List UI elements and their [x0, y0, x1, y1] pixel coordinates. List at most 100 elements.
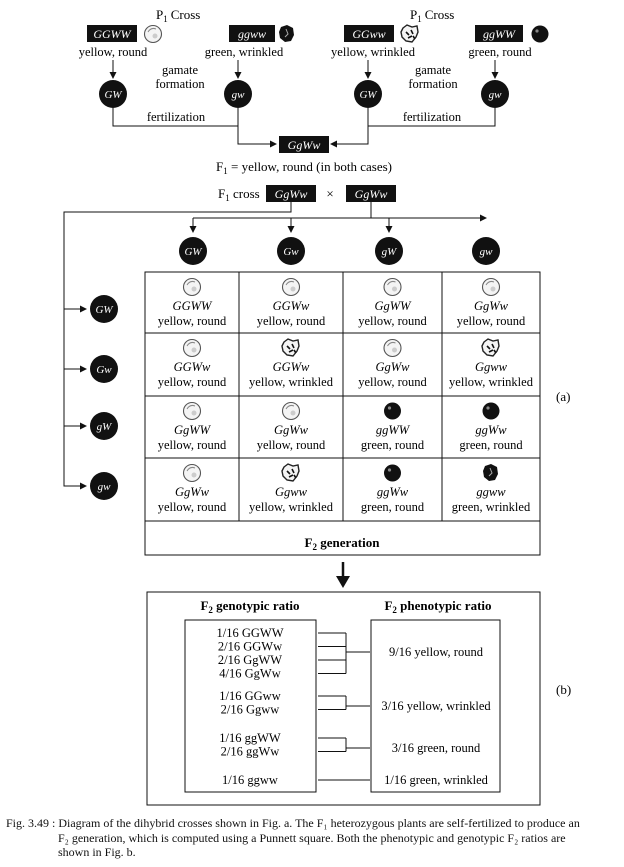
seed-icon — [182, 338, 202, 358]
gamete-formation-label: formation — [408, 77, 458, 91]
gamete-circle — [277, 237, 305, 265]
cell-phenotype: yellow, wrinkled — [249, 375, 334, 389]
genotype-box — [87, 25, 137, 42]
genotype-label: GgWw — [275, 187, 308, 201]
label-a: (a) — [556, 389, 570, 404]
gamete-circle — [90, 412, 118, 440]
label-b: (b) — [556, 682, 571, 697]
row-gamete-label: GW — [95, 304, 113, 316]
cell-phenotype: green, round — [361, 438, 425, 452]
gamete-formation-label: gamate — [415, 63, 452, 77]
caption-line: F₂ generation, which is computed using a… — [58, 830, 566, 845]
gamete-circle — [354, 80, 382, 108]
column-gametes: GW Gw gW gw — [179, 237, 500, 265]
genotype-label: ggWW — [483, 27, 516, 41]
gamete-circle — [481, 80, 509, 108]
cell-phenotype: yellow, wrinkled — [449, 375, 534, 389]
cell-phenotype: yellow, round — [158, 438, 227, 452]
cell-phenotype: green, round — [459, 438, 523, 452]
f1-cross: F1 cross GgWw × GgWw — [218, 185, 396, 203]
seed-icon — [482, 402, 500, 420]
column-gamete-label: gW — [382, 246, 398, 258]
genotypic-ratio-title: F2 genotypic ratio — [200, 598, 299, 615]
seed-icon — [383, 277, 402, 297]
cell-phenotype: yellow, round — [358, 314, 427, 328]
times-sign: × — [326, 186, 333, 201]
seed-icon — [481, 338, 500, 357]
gamete-label: gw — [489, 89, 503, 101]
cell-phenotype: yellow, wrinkled — [249, 500, 334, 514]
phenotype-label: green, wrinkled — [205, 45, 284, 59]
cell-phenotype: yellow, round — [257, 438, 326, 452]
row-gamete-label: gW — [97, 421, 113, 433]
gamete-circle — [99, 80, 127, 108]
seed-icon — [384, 464, 401, 482]
genotype-label: GgWw — [355, 187, 388, 201]
column-gamete-label: GW — [184, 246, 202, 258]
cell-genotype: ggWW — [376, 423, 411, 437]
cell-genotype: GgWW — [174, 423, 212, 437]
genotypic-ratio-entry: 2/16 GgWW — [218, 653, 282, 667]
row-gamete-label: gw — [98, 481, 112, 493]
gamete-formation-label: formation — [155, 77, 205, 91]
cell-genotype: GgWw — [175, 485, 210, 499]
gamete-label: gw — [232, 89, 246, 101]
gamete-circle — [90, 355, 118, 383]
ratio-box — [146, 591, 541, 806]
cell-genotype: Ggww — [275, 485, 308, 499]
f1-genotype-label: GgWw — [288, 138, 321, 152]
cell-phenotype: green, wrinkled — [452, 500, 531, 514]
row-gametes: GW Gw gW gw — [90, 295, 118, 500]
cell-phenotype: yellow, round — [158, 500, 227, 514]
column-gamete-label: gw — [480, 246, 494, 258]
gamete-circle — [90, 295, 118, 323]
f1-cross-label: F1 cross — [218, 186, 260, 203]
fertilization-label: fertilization — [403, 110, 462, 124]
phenotypic-ratio-entry: 3/16 yellow, wrinkled — [381, 699, 491, 713]
genotype-label: GGWW — [93, 27, 131, 41]
seed-icon — [182, 401, 202, 421]
seed-icon — [384, 402, 401, 420]
genotypic-ratio-entry: 2/16 GGWw — [218, 640, 282, 654]
seed-icon — [182, 277, 202, 297]
genotype-box — [346, 185, 396, 202]
genotypic-ratio-entry: 1/16 GGww — [219, 689, 280, 703]
cell-genotype: GgWw — [375, 360, 410, 374]
cell-phenotype: yellow, round — [158, 314, 227, 328]
genotypic-ratio-entry: 4/16 GgWw — [219, 667, 280, 681]
seed-icon — [481, 277, 501, 297]
seed-icon — [182, 463, 202, 483]
seed-icon — [281, 338, 300, 357]
seed-icon-yellow-wrinkled — [400, 24, 419, 43]
genotype-box — [229, 25, 275, 42]
f1-genotype-box — [279, 136, 329, 153]
genotype-box — [475, 25, 523, 42]
genotype-box — [344, 25, 394, 42]
gamete-formation-label: gamate — [162, 63, 199, 77]
seed-icon — [281, 401, 301, 421]
cell-phenotype: yellow, round — [457, 314, 526, 328]
row-gamete-label: Gw — [96, 364, 112, 376]
seed-icon-yellow-round — [143, 24, 163, 44]
column-gamete-label: Gw — [283, 246, 299, 258]
cell-genotype: ggww — [476, 485, 506, 499]
cell-phenotype: green, round — [361, 500, 425, 514]
phenotype-label: green, round — [468, 45, 532, 59]
cell-genotype: Ggww — [475, 360, 508, 374]
seed-icon — [281, 277, 301, 297]
cell-genotype: GGWw — [273, 299, 310, 313]
gamete-label: GW — [359, 89, 377, 101]
gamete-circle — [472, 237, 500, 265]
seed-icon — [281, 463, 300, 482]
cell-phenotype: yellow, round — [257, 314, 326, 328]
seed-icon-green-round — [531, 25, 549, 43]
cell-genotype: ggWw — [377, 485, 409, 499]
cell-genotype: GgWW — [374, 299, 412, 313]
phenotypic-ratio-entry: 3/16 green, round — [392, 741, 481, 755]
